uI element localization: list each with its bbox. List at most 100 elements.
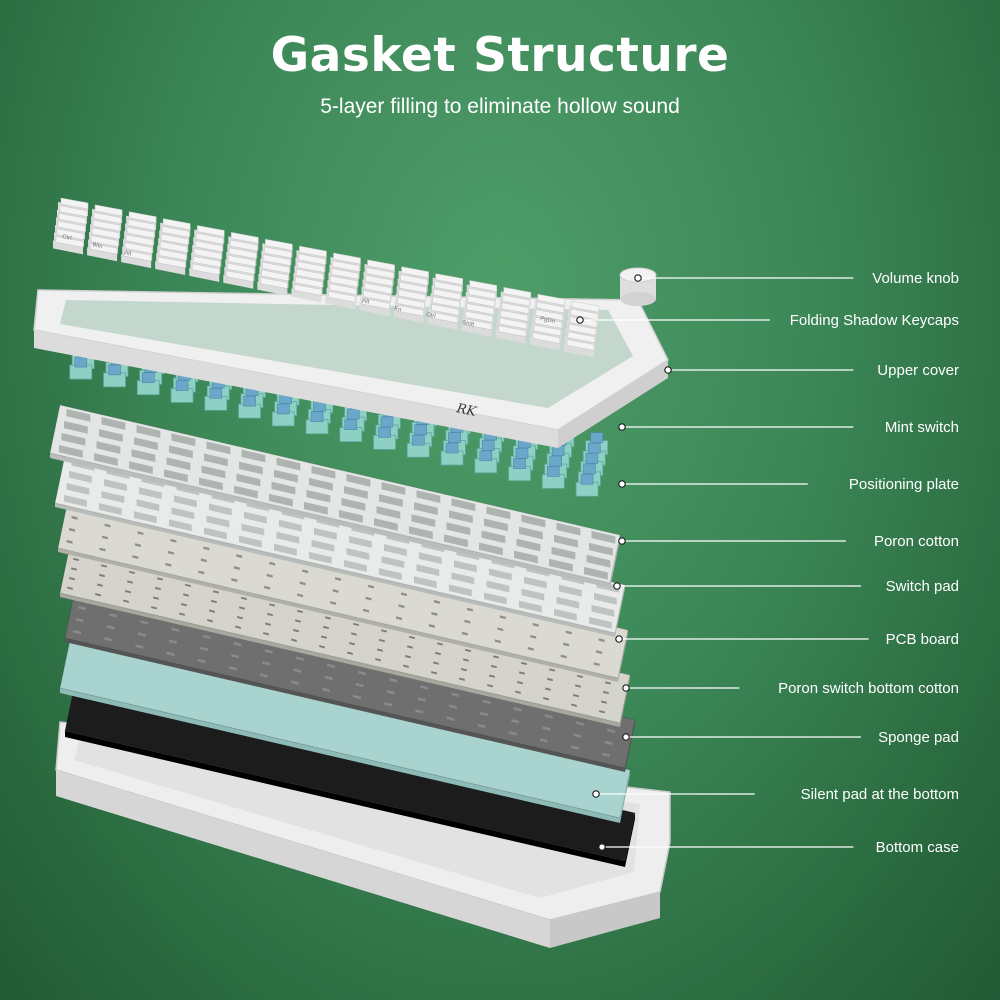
cotton-hole — [75, 617, 84, 623]
keycap — [331, 267, 359, 280]
plate-hole — [341, 498, 366, 511]
pcb-hole — [547, 677, 553, 682]
switch-stem — [243, 395, 256, 407]
keycap-side — [189, 267, 220, 282]
keycap — [537, 293, 566, 306]
keycap — [125, 234, 154, 247]
keycap — [261, 269, 289, 282]
poron-hole — [486, 580, 510, 593]
switch-pad-hole — [431, 612, 438, 616]
cotton-hole — [417, 697, 426, 702]
poron-hole — [589, 616, 612, 629]
cotton-hole — [358, 670, 366, 676]
anchor-dot-sponge-pad — [622, 733, 630, 741]
poron-hole — [591, 604, 615, 617]
callout-bottom-case: Bottom case — [598, 839, 959, 856]
keycap — [162, 218, 191, 230]
cotton-hole — [420, 685, 429, 690]
switch-pad-hole — [494, 639, 501, 644]
pcb-hole — [99, 573, 105, 578]
keycap — [157, 256, 186, 269]
cotton-hole — [171, 627, 180, 632]
switch-pad-hole — [401, 592, 407, 597]
cotton-hole — [166, 651, 175, 656]
pcb-hole — [433, 661, 439, 665]
plate-hole — [59, 445, 83, 458]
switch-pad-hole — [596, 650, 603, 655]
plate-hole — [414, 502, 438, 515]
plate-hole — [99, 429, 123, 442]
switch-stem — [445, 442, 459, 454]
plate-hole — [554, 534, 578, 548]
cotton-hole — [355, 682, 364, 688]
poron-hole — [69, 471, 92, 483]
keycap-side — [121, 254, 152, 269]
pcb-board-layer — [59, 544, 631, 727]
cotton-hole — [480, 711, 488, 717]
cotton-hole — [508, 730, 517, 736]
switch-stem — [549, 455, 563, 467]
switch-pad-hole — [266, 573, 273, 578]
plate-hole — [271, 481, 296, 495]
keycap — [226, 270, 254, 283]
switch-pad-hole — [433, 600, 440, 604]
poron-hole — [519, 600, 542, 613]
keycap — [503, 287, 532, 299]
plate-hole — [346, 474, 371, 487]
cotton-hole — [202, 634, 211, 640]
poron-hole — [449, 584, 472, 597]
cotton-hole — [477, 723, 486, 729]
switch-pad-layer-side — [618, 630, 628, 682]
switch-pad-hole — [236, 554, 243, 558]
plate-hole — [171, 433, 196, 447]
key-legend: Alt — [124, 250, 132, 257]
bottom-case-inner — [74, 730, 640, 898]
key-legend: Fn — [394, 306, 402, 313]
keycap-side — [359, 302, 390, 317]
switch-stem — [277, 403, 290, 415]
keycap — [91, 227, 120, 240]
pcb-hole — [601, 700, 607, 704]
pcb-hole — [209, 609, 215, 613]
plate-hole — [409, 526, 433, 539]
plate-hole — [311, 465, 336, 479]
keycap — [500, 310, 529, 322]
positioning-plate-layer-face — [49, 404, 621, 584]
pcb-hole — [69, 577, 75, 581]
bottom-case-front — [56, 770, 550, 948]
keycap — [58, 212, 87, 225]
pcb-hole — [321, 635, 327, 639]
volume-knob-part — [619, 267, 657, 306]
plate-hole — [551, 546, 576, 560]
keycap — [191, 263, 220, 276]
switch-pad-hole — [560, 654, 567, 659]
label-volume-knob: Volume knob — [872, 270, 959, 287]
keycap — [567, 331, 596, 344]
plate-hole — [521, 514, 546, 528]
callout-volume-knob: Volume knob — [634, 270, 959, 287]
poron-hole — [414, 576, 437, 589]
poron-hole — [309, 551, 332, 564]
pcb-hole — [293, 629, 299, 633]
plate-hole — [556, 522, 581, 536]
keycap — [193, 248, 222, 260]
switch-stem — [479, 450, 493, 462]
plate-hole — [134, 437, 158, 450]
plate-hole — [136, 425, 161, 438]
cotton-hole — [415, 709, 424, 714]
keycap — [55, 235, 84, 248]
poron-switch-bottom-cotton-layer-edge — [65, 638, 625, 772]
pcb-hole — [235, 625, 241, 629]
cotton-hole — [327, 663, 335, 669]
plate-hole — [201, 465, 226, 479]
keycap — [501, 302, 530, 315]
poron-hole — [241, 523, 265, 536]
pcb-hole — [295, 619, 301, 623]
poron-hole — [419, 552, 442, 565]
cotton-hole — [544, 714, 553, 719]
plate-hole — [584, 566, 608, 580]
keycap — [127, 219, 156, 231]
switch-pad-hole — [71, 515, 78, 520]
switch-stem — [380, 416, 394, 428]
